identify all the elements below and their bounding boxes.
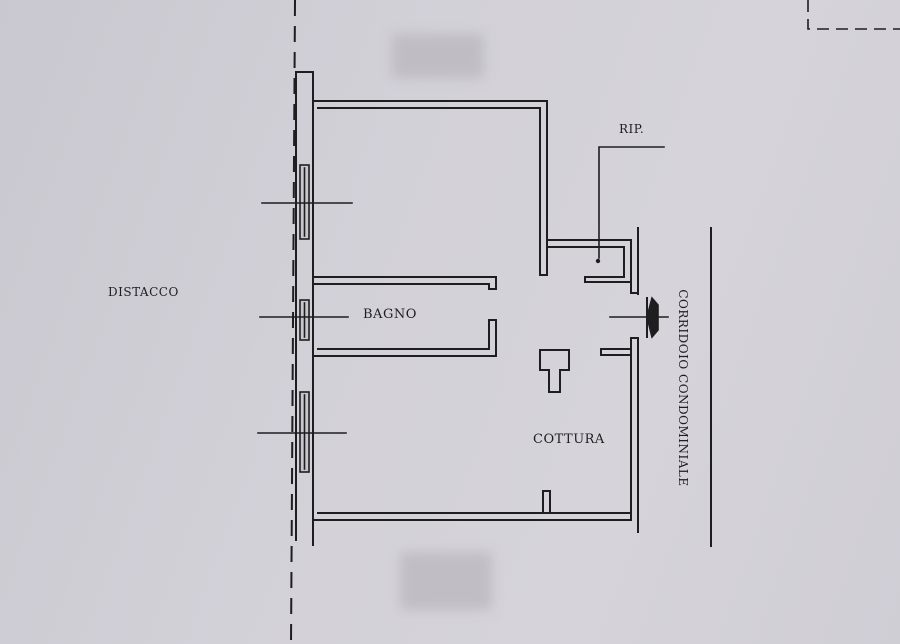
left-exterior-wall bbox=[295, 71, 314, 546]
label-corridoio-condominiale: CORRIDOIO CONDOMINIALE bbox=[676, 289, 690, 487]
redacted-area-top bbox=[392, 34, 484, 78]
label-rip: RIP. bbox=[619, 122, 645, 136]
kitchen-counter bbox=[539, 349, 570, 393]
bottom-wall bbox=[312, 490, 632, 546]
bathroom-top-wall bbox=[312, 276, 497, 290]
entrance-wall-stub bbox=[600, 348, 632, 356]
label-bagno: BAGNO bbox=[363, 307, 417, 322]
window-middle bbox=[299, 299, 310, 341]
redacted-area-bottom bbox=[400, 552, 492, 610]
label-cottura: COTTURA bbox=[533, 432, 605, 447]
closet-dot bbox=[595, 258, 601, 264]
right-exterior-wall bbox=[630, 227, 639, 533]
closet-walls bbox=[546, 239, 632, 283]
entrance-door bbox=[609, 296, 669, 339]
window-bottom bbox=[299, 391, 310, 473]
window-top bbox=[299, 164, 310, 240]
bathroom-bottom-wall bbox=[312, 319, 497, 357]
label-distacco: DISTACCO bbox=[108, 285, 179, 299]
rip-leader-line bbox=[598, 146, 665, 259]
upper-room-right-wall bbox=[539, 100, 548, 276]
adjacent-boundary-corner bbox=[807, 0, 900, 30]
top-wall bbox=[312, 71, 548, 109]
property-boundary-line bbox=[290, 0, 296, 644]
